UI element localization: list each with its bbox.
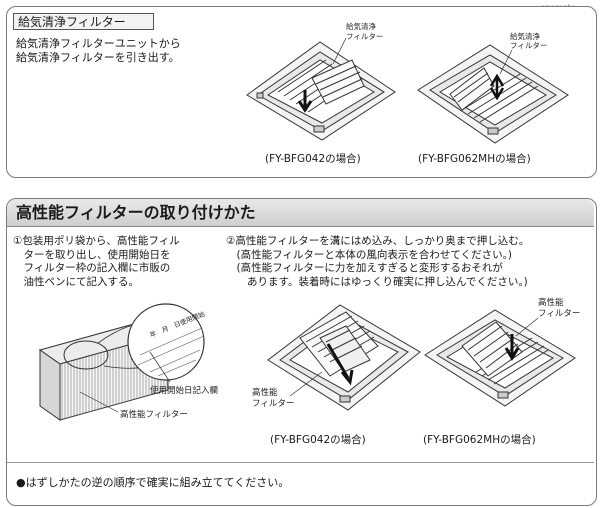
supply-filter-callout-042: 給気清浄 フィルター	[346, 22, 383, 42]
callout-line: 高性能	[538, 298, 564, 308]
supply-filter-caption-042: (FY-BFG042の場合)	[265, 153, 361, 165]
reassembly-note: ●はずしかたの逆の順序で確実に組み立ててください。	[16, 476, 290, 489]
hepa-filter-label: 高性能フィルター	[120, 410, 188, 420]
hepa-step-2: ②高性能フィルターを溝にはめ込み、しっかり奥まで押し込む。 (高性能フィルターと…	[226, 235, 530, 288]
callout-line: フィルター	[252, 399, 295, 409]
supply-filter-title: 給気清浄フィルター	[13, 13, 154, 30]
hepa-caption-062mh: (FY-BFG062MHの場合)	[423, 434, 536, 446]
callout-line: 高性能	[252, 388, 278, 398]
supply-filter-description: 給気清浄フィルターユニットから 給気清浄フィルターを引き出す。	[16, 37, 181, 65]
hepa-install-title: 高性能フィルターの取り付けかた	[16, 203, 256, 222]
hepa-caption-042: (FY-BFG042の場合)	[270, 434, 366, 446]
supply-filter-caption-062mh: (FY-BFG062MHの場合)	[418, 153, 531, 165]
callout-line: フィルター	[538, 309, 581, 319]
start-date-label: 使用開始日記入欄	[150, 386, 219, 396]
callout-line: 給気清浄	[510, 32, 540, 41]
callout-line: 給気清浄	[346, 22, 376, 31]
callout-line: フィルター	[346, 32, 384, 41]
hepa-install-header	[7, 199, 594, 227]
supply-filter-callout-062mh: 給気清浄 フィルター	[510, 32, 547, 50]
hepa-callout-042: 高性能 フィルター	[252, 388, 294, 410]
description-line: 給気清浄フィルターを引き出す。	[16, 51, 180, 64]
hepa-step-1: ①包装用ポリ袋から、高性能フィル ターを取り出し、使用開始日を フィルター枠の記…	[13, 235, 180, 288]
callout-line: フィルター	[510, 41, 548, 50]
hepa-callout-062mh: 高性能 フィルター	[538, 298, 580, 320]
description-line: 給気清浄フィルターユニットから	[16, 37, 181, 50]
section-divider	[7, 462, 594, 463]
